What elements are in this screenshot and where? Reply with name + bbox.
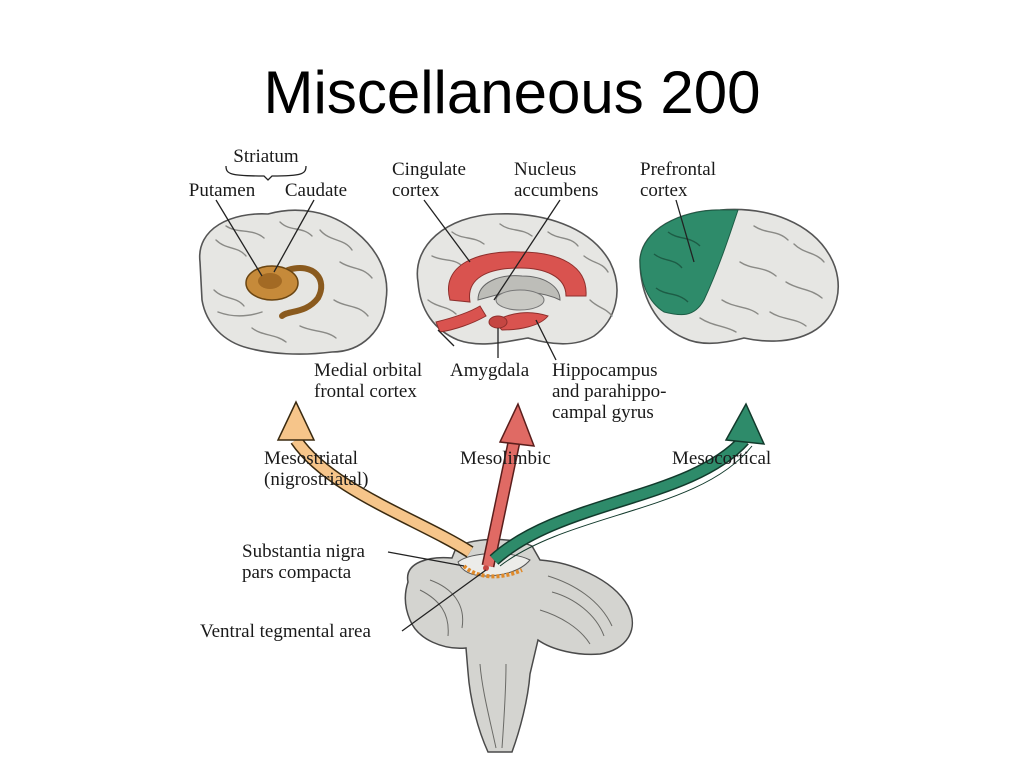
label-substantia-line2: pars compacta [242, 562, 352, 583]
prefrontal-region [639, 209, 739, 316]
label-prefrontal-line1: Prefrontal [640, 159, 716, 180]
mesolimbic-pathway [481, 402, 536, 568]
medial-brain-limbic [416, 213, 618, 345]
slide-title: Miscellaneous 200 [263, 59, 761, 126]
brainstem [404, 538, 634, 753]
mesostriatal-pathway [276, 400, 474, 558]
label-substantia-line1: Substantia nigra [242, 541, 366, 562]
lateral-brain-striatum [199, 209, 388, 355]
mesocortical-arrowhead [724, 402, 766, 445]
leader-lines [215, 165, 695, 632]
label-hippocampus-line2: and parahippo- [552, 381, 666, 402]
label-putamen: Putamen [189, 180, 256, 201]
label-mesocortical: Mesocortical [672, 448, 771, 469]
mesolimbic-arrowhead [498, 402, 536, 447]
hippocampus-region [493, 312, 549, 331]
label-accumbens-line2: accumbens [514, 180, 598, 201]
label-mesostriatal-line1: Mesostriatal [264, 448, 358, 469]
label-hippocampus-line3: campal gyrus [552, 402, 654, 423]
labels: Striatum Putamen Caudate Cingulate corte… [189, 146, 771, 642]
label-amygdala: Amygdala [450, 360, 530, 381]
label-striatum: Striatum [233, 146, 299, 167]
label-mesolimbic: Mesolimbic [460, 448, 551, 469]
label-accumbens-line1: Nucleus [514, 159, 576, 180]
label-medial-orbital-line1: Medial orbital [314, 360, 422, 381]
vta-dot [483, 565, 489, 571]
mesocortical-pathway [489, 402, 766, 567]
cingulate-region [447, 251, 587, 303]
substantia-nigra [462, 564, 523, 579]
lateral-brain-prefrontal [639, 208, 839, 345]
label-cingulate-line1: Cingulate [392, 159, 466, 180]
label-hippocampus-line1: Hippocampus [552, 360, 658, 381]
amygdala-region [488, 315, 508, 329]
label-mesostriatal-line2: (nigrostriatal) [264, 469, 368, 490]
label-cingulate-line2: cortex [392, 180, 440, 201]
caudate-tail [279, 265, 325, 319]
label-caudate: Caudate [285, 180, 347, 201]
mesostriatal-arrowhead [276, 400, 316, 441]
label-prefrontal-line2: cortex [640, 180, 688, 201]
orbital-region [435, 305, 487, 333]
label-vta: Ventral tegmental area [200, 621, 371, 642]
label-medial-orbital-line2: frontal cortex [314, 381, 417, 402]
